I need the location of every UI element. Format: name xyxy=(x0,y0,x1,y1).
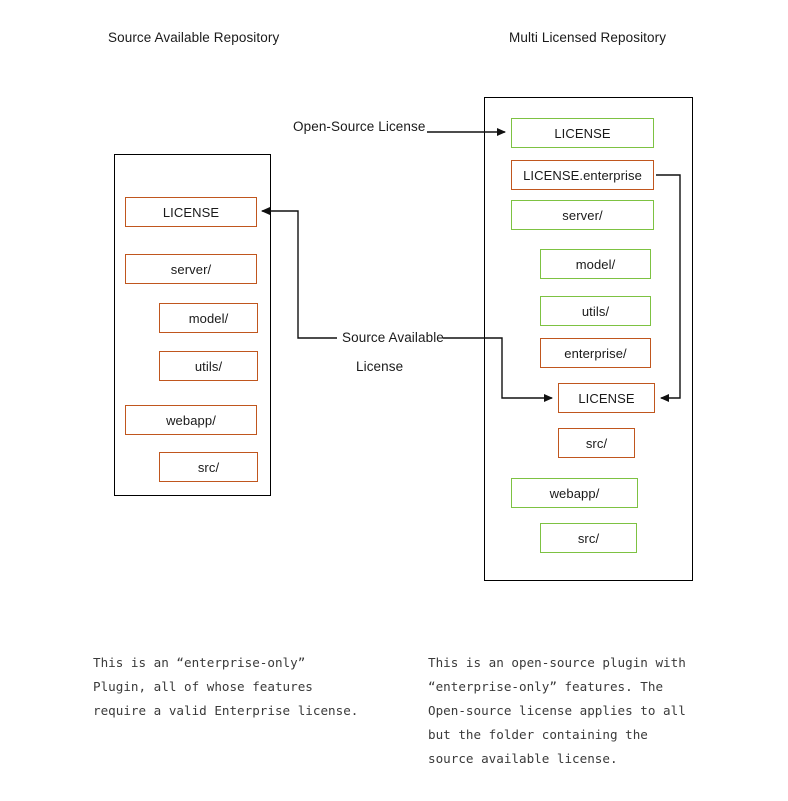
right-node-enterprise-src[interactable]: src/ xyxy=(558,428,635,458)
right-node-license-enterprise[interactable]: LICENSE.enterprise xyxy=(511,160,654,190)
left-node-src[interactable]: src/ xyxy=(159,452,258,482)
left-node-license[interactable]: LICENSE xyxy=(125,197,257,227)
right-node-utils[interactable]: utils/ xyxy=(540,296,651,326)
right-node-server[interactable]: server/ xyxy=(511,200,654,230)
right-node-webapp[interactable]: webapp/ xyxy=(511,478,638,508)
left-node-webapp[interactable]: webapp/ xyxy=(125,405,257,435)
left-repo-title: Source Available Repository xyxy=(108,30,280,45)
right-node-enterprise-license[interactable]: LICENSE xyxy=(558,383,655,413)
edge-label-source-available-line2: License xyxy=(356,359,404,374)
left-node-server[interactable]: server/ xyxy=(125,254,257,284)
right-node-model[interactable]: model/ xyxy=(540,249,651,279)
right-caption: This is an open-source plugin with “ente… xyxy=(428,655,686,766)
left-node-model[interactable]: model/ xyxy=(159,303,258,333)
edge-label-open-source-license: Open-Source License xyxy=(293,119,426,134)
left-caption: This is an “enterprise-only” Plugin, all… xyxy=(93,655,359,718)
edge-label-source-available-line1: Source Available xyxy=(342,330,444,345)
right-node-webapp-src[interactable]: src/ xyxy=(540,523,637,553)
wire-source-available-to-left-license xyxy=(261,207,337,339)
left-node-utils[interactable]: utils/ xyxy=(159,351,258,381)
right-node-enterprise[interactable]: enterprise/ xyxy=(540,338,651,368)
right-repo-title: Multi Licensed Repository xyxy=(509,30,667,45)
right-node-license[interactable]: LICENSE xyxy=(511,118,654,148)
